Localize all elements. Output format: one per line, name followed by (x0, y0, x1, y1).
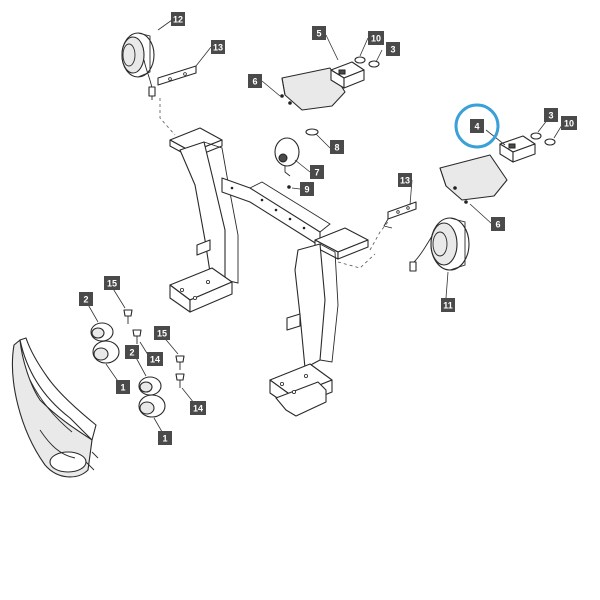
callout-4: 4 (470, 119, 484, 133)
beacon-light-left (121, 32, 156, 100)
svg-text:12: 12 (173, 15, 183, 25)
bulbs-right (530, 132, 556, 146)
bulb-center (305, 128, 319, 136)
callout-5: 5 (312, 26, 326, 40)
svg-text:3: 3 (390, 45, 395, 55)
callout-4-highlight-ring (454, 103, 500, 149)
svg-text:13: 13 (400, 176, 410, 186)
svg-text:14: 14 (193, 404, 203, 414)
hood-grille (11, 337, 99, 478)
svg-text:5: 5 (316, 29, 321, 39)
work-lamp-center (274, 137, 300, 177)
callout-9: 9 (300, 182, 314, 196)
callout-11: 11 (441, 298, 455, 312)
callout-15-b: 15 (154, 326, 170, 340)
callout-14-b: 14 (190, 401, 206, 415)
mounting-bracket-mid (383, 201, 417, 229)
head-lamps-upper (90, 322, 120, 364)
svg-text:6: 6 (252, 77, 257, 87)
svg-text:3: 3 (548, 111, 553, 121)
svg-text:2: 2 (129, 348, 134, 358)
svg-text:1: 1 (120, 383, 125, 393)
svg-text:1: 1 (162, 434, 167, 444)
callout-2-b: 2 (125, 345, 139, 359)
callout-15-a: 15 (104, 276, 120, 290)
bulbs-top (354, 56, 380, 68)
callout-13-mid: 13 (398, 173, 412, 187)
callout-14-a: 14 (147, 352, 163, 366)
svg-text:15: 15 (107, 279, 117, 289)
nut-center (287, 185, 291, 189)
svg-text:9: 9 (304, 185, 309, 195)
callout-12: 12 (171, 12, 185, 26)
lamp-housing-right (499, 135, 536, 163)
lamp-cover-right (439, 154, 508, 201)
callout-1-a: 1 (116, 380, 130, 394)
callout-3-top: 3 (386, 42, 400, 56)
svg-text:13: 13 (213, 43, 223, 53)
screws-right (453, 186, 468, 204)
callout-2-a: 2 (79, 292, 93, 306)
svg-text:7: 7 (314, 168, 319, 178)
callout-6-right: 6 (491, 217, 505, 231)
mounting-bracket-top (157, 65, 197, 86)
frame-assembly (169, 127, 369, 417)
svg-text:6: 6 (495, 220, 500, 230)
head-lamps-lower (138, 376, 166, 418)
callout-8: 8 (330, 140, 344, 154)
svg-text:14: 14 (150, 355, 160, 365)
svg-text:10: 10 (564, 119, 574, 129)
svg-text:15: 15 (157, 329, 167, 339)
callout-13-top: 13 (211, 40, 225, 54)
svg-text:2: 2 (83, 295, 88, 305)
svg-text:4: 4 (474, 122, 479, 132)
screws-top (280, 94, 292, 105)
callout-10-top: 10 (368, 31, 384, 45)
callout-6-top: 6 (248, 74, 262, 88)
callout-1-b: 1 (158, 431, 172, 445)
fasteners-lights (123, 309, 185, 388)
lamp-housing-top (330, 61, 365, 89)
lamp-cover-top (281, 67, 346, 111)
svg-text:10: 10 (371, 34, 381, 44)
callout-3-right: 3 (544, 108, 558, 122)
svg-text:11: 11 (443, 301, 453, 311)
callout-7: 7 (310, 165, 324, 179)
callout-10-right: 10 (561, 116, 577, 130)
svg-text:8: 8 (334, 143, 339, 153)
beacon-light-right (409, 217, 470, 272)
